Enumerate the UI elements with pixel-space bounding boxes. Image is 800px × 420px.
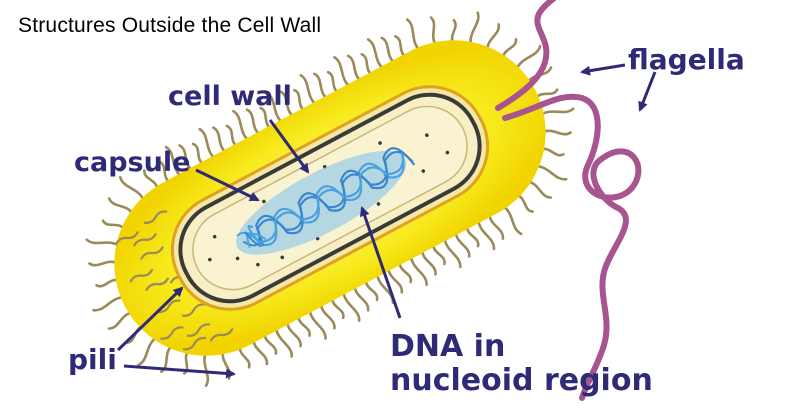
nucleoid-dna (236, 147, 416, 255)
pilus (454, 229, 471, 258)
pilus (405, 18, 422, 53)
capsule-squiggle (160, 326, 184, 340)
pilus (212, 126, 229, 155)
diagram-title: Structures Outside the Cell Wall (18, 14, 322, 37)
arrow-flagella-1 (580, 63, 626, 76)
pilus (420, 247, 437, 276)
capsule-squiggle (181, 303, 206, 317)
pilus (85, 238, 122, 248)
capsule-squiggle (145, 277, 169, 291)
flagellum-1 (495, 0, 557, 111)
label-dna: DNA in nucleoid region (390, 330, 653, 397)
label-capsule: capsule (74, 147, 191, 178)
pilus (429, 16, 438, 48)
pilus (198, 127, 217, 161)
arrow-pili-2 (123, 364, 236, 379)
pilus (119, 176, 146, 203)
pilus (107, 311, 135, 330)
pilus (245, 108, 262, 137)
pilus (540, 129, 572, 136)
pilus (107, 197, 135, 216)
cell-body (114, 40, 546, 356)
label-dna-line1: DNA in (390, 329, 506, 364)
pilus (88, 260, 120, 267)
pilus (533, 164, 568, 181)
pilus (319, 301, 336, 330)
arrow-dna (359, 206, 402, 319)
pilus (299, 74, 319, 107)
pilus (232, 109, 251, 143)
dna-strand (252, 152, 405, 243)
pilus (443, 235, 462, 269)
arrow-cell-wall (268, 119, 310, 174)
flagellum-2-tail (579, 205, 629, 401)
capsule-squiggles (115, 210, 234, 351)
pilus (486, 23, 501, 53)
pilus (274, 325, 294, 358)
capsule-squiggle (157, 299, 181, 314)
pilus (525, 180, 553, 199)
pilus (514, 44, 542, 72)
pilus (409, 253, 428, 287)
pilus (137, 335, 159, 367)
capsule-squiggle (186, 323, 211, 337)
pilus (341, 289, 361, 322)
pilus (488, 211, 505, 240)
pilus (203, 350, 210, 387)
capsule-squiggle (209, 328, 234, 342)
capsule-squiggle (115, 231, 139, 245)
capsule-squiggle (140, 246, 164, 260)
pilus (333, 56, 352, 89)
label-pili: pili (68, 343, 117, 376)
label-cell-wall: cell wall (168, 81, 292, 112)
label-dna-line2: nucleoid region (390, 362, 653, 398)
arrow-flagella-2 (638, 71, 657, 112)
pilus (346, 54, 363, 83)
pilus (538, 107, 575, 117)
pilus (252, 337, 269, 366)
label-flagella: flagella (628, 43, 745, 76)
pilus (285, 319, 302, 348)
capsule-squiggle (143, 210, 168, 224)
capsule-squiggle (182, 336, 207, 351)
arrow-pili-1 (116, 286, 184, 352)
pilus (476, 217, 496, 251)
pilus (501, 204, 523, 236)
capsule-squiggle (129, 268, 154, 283)
pilus (353, 283, 370, 312)
pilus (308, 307, 327, 340)
arrow-capsule (195, 168, 260, 202)
pilus (380, 36, 397, 65)
flagellum-2-base (502, 93, 642, 211)
pilus (313, 72, 330, 101)
capsule-squiggle (133, 233, 157, 247)
pilus (469, 11, 480, 48)
ribosomes (208, 133, 450, 267)
pilus (92, 295, 127, 312)
pilus (366, 38, 386, 71)
